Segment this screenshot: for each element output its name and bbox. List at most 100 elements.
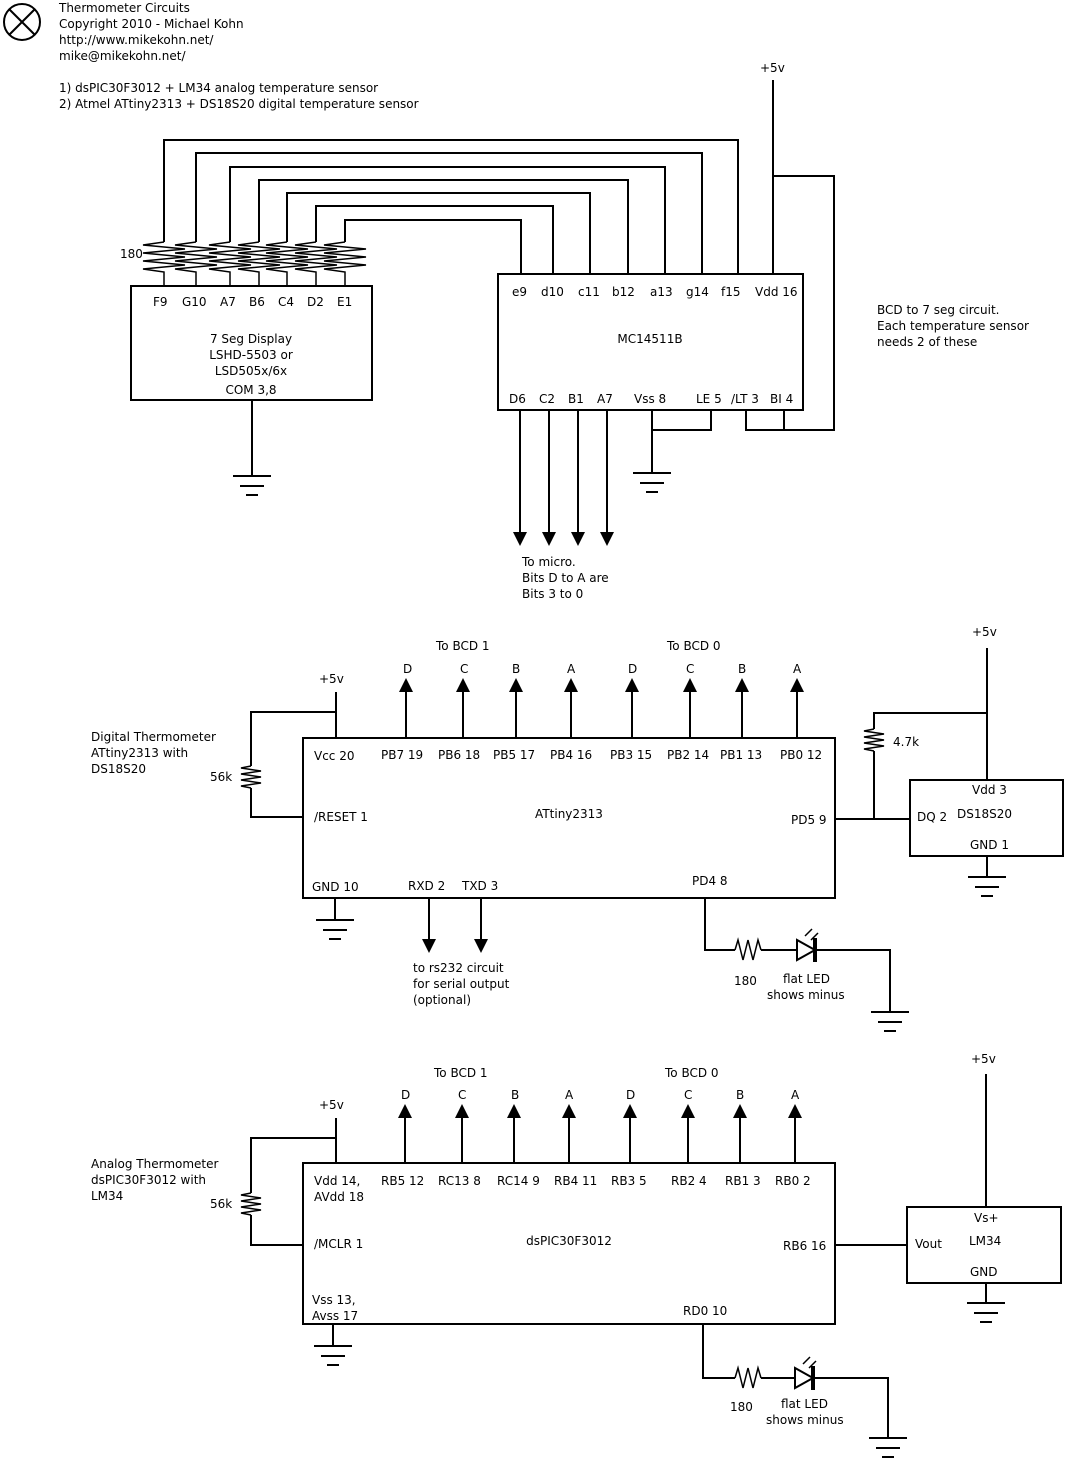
- digital-led-resistor-label: 180: [734, 974, 757, 988]
- ds18s20-pin-vdd: Vdd 3: [972, 783, 1007, 797]
- display-pin-f9: F9: [153, 295, 168, 309]
- analog-bit-label: D: [401, 1088, 410, 1102]
- bcd-note-1: BCD to 7 seg circuit.: [877, 303, 1000, 317]
- display-pin-c4: C4: [278, 295, 294, 309]
- digital-title-2: ATtiny2313 with: [91, 746, 188, 760]
- analog-title-2: dsPIC30F3012 with: [91, 1173, 206, 1187]
- attiny-pin-pb4: PB4 16: [550, 748, 592, 762]
- ds18s20-pin-gnd: GND 1: [970, 838, 1009, 852]
- header-email: mike@mikekohn.net/: [59, 49, 186, 63]
- digital-title-1: Digital Thermometer: [91, 730, 216, 744]
- reset-pullup-resistor: [240, 765, 262, 789]
- ground-icon: [233, 475, 271, 496]
- ds18s20-name: DS18S20: [957, 807, 1012, 821]
- display-common-label: COM 3,8: [225, 383, 276, 397]
- digital-bit-label: D: [403, 662, 412, 676]
- lm34-name: LM34: [969, 1234, 1001, 1248]
- decoder-pin-a13: a13: [650, 285, 673, 299]
- analog-pullup-label: 56k: [210, 1197, 232, 1211]
- logo-icon: [3, 3, 41, 41]
- ground-icon: [871, 1011, 909, 1032]
- digital-title-3: DS18S20: [91, 762, 146, 776]
- resistor-array-label: 180: [120, 247, 143, 261]
- dspic-pin-rc13: RC13 8: [438, 1174, 481, 1188]
- analog-led-note-1: flat LED: [781, 1397, 828, 1411]
- serial-note-2: for serial output: [413, 977, 510, 991]
- attiny-pin-txd: TXD 3: [461, 879, 498, 893]
- bcd-vdd-label: +5v: [760, 61, 785, 75]
- ground-icon: [968, 876, 1006, 897]
- lm34-pin-vout: Vout: [915, 1237, 942, 1251]
- analog-bit-label: B: [736, 1088, 744, 1102]
- sensor-pullup-label: 4.7k: [893, 735, 919, 749]
- dspic-pin-rb1: RB1 3: [725, 1174, 761, 1188]
- led-icon: [796, 928, 819, 962]
- decoder-pin-e9: e9: [512, 285, 527, 299]
- attiny-pin-pb5: PB5 17: [493, 748, 535, 762]
- decoder-pin-vdd16: Vdd 16: [755, 285, 798, 299]
- analog-bit-label: D: [626, 1088, 635, 1102]
- decoder-pin-b1: B1: [568, 392, 584, 406]
- analog-title-3: LM34: [91, 1189, 123, 1203]
- dspic-pin-vdd-1: Vdd 14,: [314, 1174, 360, 1188]
- dspic-pin-vdd-2: AVdd 18: [314, 1190, 364, 1204]
- attiny-pin-pb0: PB0 12: [780, 748, 822, 762]
- decoder-pin-c11: c11: [578, 285, 600, 299]
- dspic-pin-rb4: RB4 11: [554, 1174, 597, 1188]
- attiny2313-chip: [302, 737, 836, 899]
- mclr-pullup-top-wire: [250, 1137, 336, 1193]
- bcd-section: F9 G10 A7 B6 C4 D2 E1 7 Seg Display LSHD…: [120, 61, 1029, 601]
- dspic-pin-vss-2: Avss 17: [312, 1309, 358, 1323]
- digital-bit-label: B: [512, 662, 520, 676]
- digital-bcd0-label: To BCD 0: [666, 639, 721, 653]
- attiny-pin-pd4: PD4 8: [692, 874, 728, 888]
- analog-bit-label: A: [565, 1088, 574, 1102]
- serial-note-1: to rs232 circuit: [413, 961, 504, 975]
- mclr-pullup-resistor: [240, 1192, 262, 1216]
- digital-pullup-label: 56k: [210, 770, 232, 784]
- serial-note-3: (optional): [413, 993, 471, 1007]
- ground-icon: [967, 1302, 1005, 1323]
- lm34-sensor: [906, 1206, 1062, 1284]
- decoder-pin-vss8: Vss 8: [634, 392, 666, 406]
- display-pin-g10: G10: [182, 295, 207, 309]
- digital-sensor-vcc-label: +5v: [972, 625, 997, 639]
- header-item-2: 2) Atmel ATtiny2313 + DS18S20 digital te…: [59, 97, 419, 111]
- dspic-pin-mclr: /MCLR 1: [314, 1237, 363, 1251]
- analog-sensor-vcc-label: +5v: [971, 1052, 996, 1066]
- sensor-pullup-resistor: [863, 728, 885, 752]
- header-title: Thermometer Circuits: [58, 1, 190, 15]
- display-pin-a7: A7: [220, 295, 236, 309]
- analog-bit-label: A: [791, 1088, 800, 1102]
- attiny-pin-pb1: PB1 13: [720, 748, 762, 762]
- le-ground-wire: [652, 410, 712, 431]
- ground-icon: [869, 1437, 907, 1458]
- digital-bit-label: A: [567, 662, 576, 676]
- lm34-pin-vs: Vs+: [974, 1211, 999, 1225]
- analog-vcc-label: +5v: [319, 1098, 344, 1112]
- analog-section: Analog Thermometer dsPIC30F3012 with LM3…: [91, 1052, 1062, 1458]
- display-label-2: LSHD-5503 or: [209, 348, 293, 362]
- digital-bcd1-label: To BCD 1: [435, 639, 490, 653]
- dspic-pin-rd0: RD0 10: [683, 1304, 727, 1318]
- analog-led-note-2: shows minus: [766, 1413, 844, 1427]
- display-pin-e1: E1: [337, 295, 352, 309]
- digital-bcd-arrows: [399, 678, 804, 738]
- digital-led-wire: [704, 898, 735, 951]
- digital-bit-label: D: [628, 662, 637, 676]
- analog-bcd0-label: To BCD 0: [664, 1066, 719, 1080]
- decoder-pin-bi4: BI 4: [770, 392, 793, 406]
- bcd-note-2: Each temperature sensor: [877, 319, 1029, 333]
- lm34-pin-gnd: GND: [970, 1265, 998, 1279]
- dspic-pin-vss-1: Vss 13,: [312, 1293, 356, 1307]
- header-copyright: Copyright 2010 - Michael Kohn: [59, 17, 244, 31]
- display-pin-b6: B6: [249, 295, 265, 309]
- dspic-pin-rb2: RB2 4: [671, 1174, 707, 1188]
- ground-icon: [633, 472, 671, 493]
- analog-bcd1-label: To BCD 1: [433, 1066, 488, 1080]
- lt-tie-wire: [745, 175, 835, 431]
- analog-title-1: Analog Thermometer: [91, 1157, 219, 1171]
- decoder-pin-le5: LE 5: [696, 392, 722, 406]
- micro-note-1: To micro.: [521, 555, 576, 569]
